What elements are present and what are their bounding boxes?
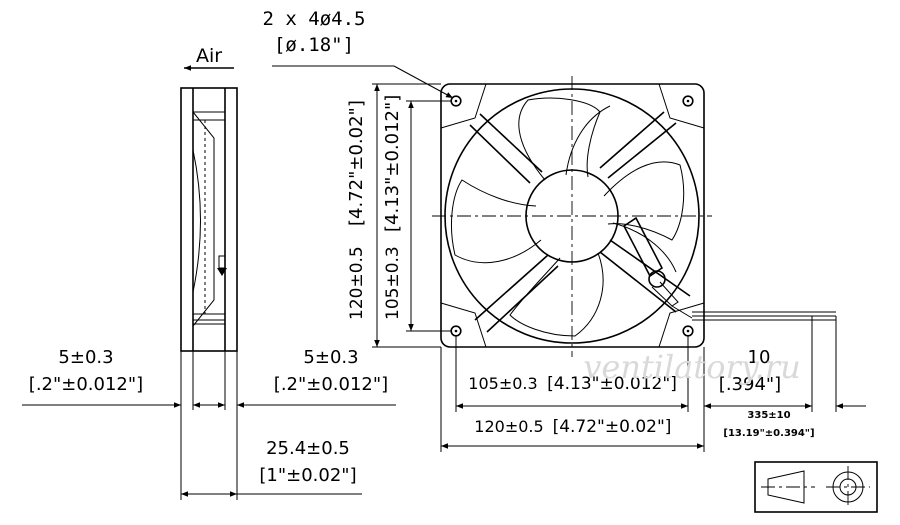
lead-length-metric: 335±10 <box>747 410 790 421</box>
side-view: Air <box>180 45 238 352</box>
fan-blades <box>450 97 685 337</box>
rotation-arrow-icon <box>217 255 227 276</box>
lead-length-imperial: [13.19"±0.394"] <box>723 428 814 439</box>
airflow-label: Air <box>196 45 222 67</box>
frame-outline <box>440 83 705 348</box>
hole-callout: 2 x 4ø4.5 [ø.18"] <box>263 8 454 99</box>
vertical-dimensions: 120±0.5 [4.72"±0.02"] 105±0.3 [4.13"±0.0… <box>346 83 452 348</box>
right-thickness-metric: 5±0.3 <box>303 347 358 368</box>
hole-callout-line1: 2 x 4ø4.5 <box>263 8 366 30</box>
side-dimensions: 5±0.3 [.2"±0.012"] 5±0.3 [.2"±0.012"] 25… <box>22 347 396 500</box>
lead-dimensions: 10 [.394"] 335±10 [13.19"±0.394"] <box>704 316 866 439</box>
depth-imperial: [1"±0.02"] <box>259 465 356 486</box>
outer-height-metric: 120±0.5 <box>347 246 367 320</box>
left-thickness-imperial: [.2"±0.012"] <box>29 374 143 395</box>
right-thickness-imperial: [.2"±0.012"] <box>274 374 388 395</box>
side-outline <box>180 87 238 352</box>
hole-height-metric: 105±0.3 <box>383 246 403 320</box>
watermark: ventilatory.ru <box>583 348 800 386</box>
hole-callout-line2: [ø.18"] <box>274 34 354 56</box>
mounting-hole <box>450 325 462 337</box>
front-view <box>432 76 712 357</box>
lead-wires <box>692 311 836 321</box>
outer-width-imperial: [4.72"±0.02"] <box>553 417 672 437</box>
hole-height-imperial: [4.13"±0.012"] <box>382 95 403 232</box>
lead-stub-imperial: [.394"] <box>719 374 781 395</box>
struts <box>469 111 691 333</box>
third-angle-projection-icon <box>754 461 878 513</box>
lead-stub-metric: 10 <box>748 347 771 368</box>
left-thickness-metric: 5±0.3 <box>58 347 113 368</box>
depth-metric: 25.4±0.5 <box>266 438 350 459</box>
mounting-hole <box>682 325 694 337</box>
hole-width-imperial: [4.13"±0.012"] <box>547 374 677 394</box>
hole-width-metric: 105±0.3 <box>468 374 537 393</box>
horizontal-dimensions: 105±0.3 [4.13"±0.012"] 120±0.5 [4.72"±0.… <box>440 336 705 452</box>
outer-height-imperial: [4.72"±0.02"] <box>346 100 367 226</box>
cable-channel <box>622 216 693 319</box>
outer-width-metric: 120±0.5 <box>474 417 543 436</box>
mounting-hole <box>682 95 694 107</box>
